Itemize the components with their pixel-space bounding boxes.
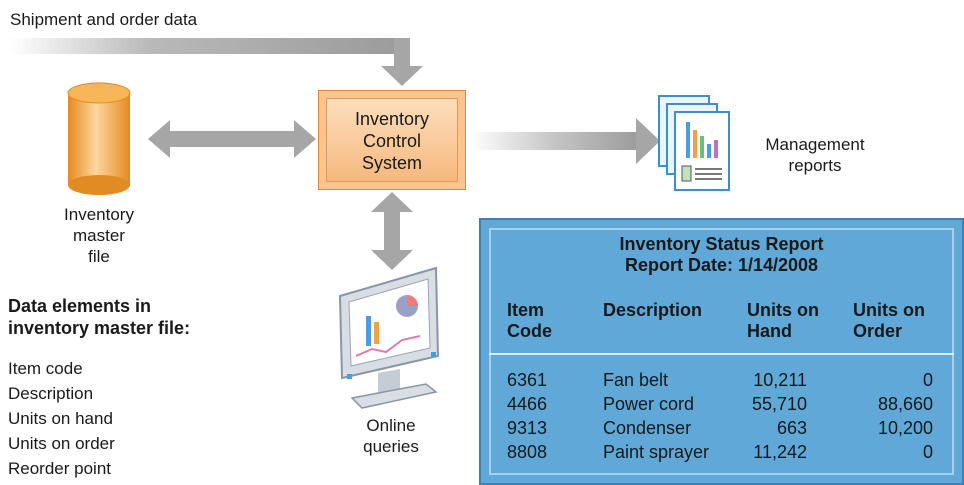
row-3-description: Condenser bbox=[603, 418, 692, 438]
header-divider bbox=[489, 353, 954, 355]
system-label: Inventory Control System bbox=[354, 109, 430, 173]
row-4-on-order: 0 bbox=[922, 442, 933, 462]
report-frame bbox=[489, 228, 954, 475]
row-2-code: 4466 bbox=[507, 394, 548, 414]
reports-arrow bbox=[470, 118, 660, 164]
input-label: Shipment and order data bbox=[10, 10, 198, 29]
online-queries-label: Online queries bbox=[363, 416, 419, 456]
monitor-icon bbox=[338, 266, 440, 409]
report-title: Inventory Status Report Report Date: 1/1… bbox=[619, 234, 824, 275]
header-item-code: Item Code bbox=[507, 300, 552, 341]
row-2-on-hand: 55,710 bbox=[751, 394, 807, 414]
inventory-status-report: Inventory Status Report Report Date: 1/1… bbox=[479, 218, 964, 485]
master-system-arrow bbox=[148, 120, 316, 158]
row-4-on-hand: 11,242 bbox=[753, 442, 807, 462]
queries-arrow bbox=[371, 192, 413, 270]
data-element-item: Units on hand bbox=[8, 409, 113, 428]
database-icon bbox=[67, 82, 131, 195]
input-arrow bbox=[10, 38, 423, 86]
data-elements-title: Data elements in inventory master file: bbox=[8, 296, 191, 338]
row-1-on-hand: 10,211 bbox=[753, 370, 807, 390]
row-3-code: 9313 bbox=[507, 418, 548, 438]
header-units-on-order: Units on Order bbox=[853, 300, 925, 341]
data-element-item: Units on order bbox=[8, 434, 115, 453]
row-4-code: 8808 bbox=[507, 442, 548, 462]
inventory-control-system-box: Inventory Control System bbox=[318, 90, 466, 190]
row-1-on-order: 0 bbox=[922, 370, 933, 390]
header-units-on-hand: Units on Hand bbox=[747, 300, 819, 341]
document-stack-icon bbox=[658, 95, 730, 191]
row-3-on-hand: 663 bbox=[776, 418, 807, 438]
row-4-description: Paint sprayer bbox=[603, 442, 710, 462]
header-description: Description bbox=[603, 300, 703, 320]
row-1-description: Fan belt bbox=[603, 370, 669, 390]
data-element-item: Item code bbox=[8, 359, 83, 378]
row-2-description: Power cord bbox=[603, 394, 695, 414]
master-file-label: Inventory master file bbox=[64, 205, 134, 266]
row-1-code: 6361 bbox=[507, 370, 548, 390]
management-reports-label: Management reports bbox=[765, 135, 865, 175]
row-2-on-order: 88,660 bbox=[877, 394, 933, 414]
data-element-item: Description bbox=[8, 384, 94, 403]
data-element-item: Reorder point bbox=[8, 459, 112, 478]
row-3-on-order: 10,200 bbox=[877, 418, 933, 438]
